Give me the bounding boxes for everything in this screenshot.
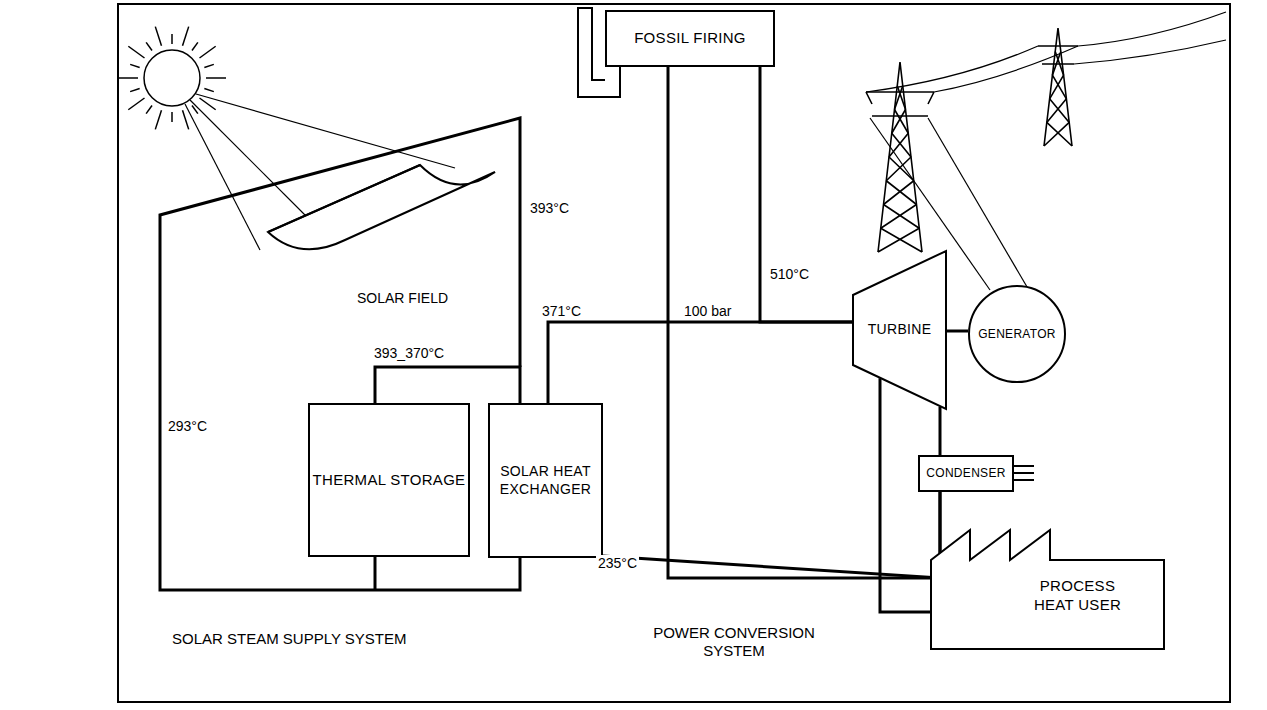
node-text: PROCESS HEAT USER bbox=[1023, 577, 1133, 615]
generator-circle: GENERATOR bbox=[968, 285, 1066, 383]
process-value: 371°C bbox=[540, 303, 583, 320]
power-tower bbox=[866, 28, 1078, 252]
node-text: THERMAL STORAGE bbox=[313, 471, 466, 490]
condenser-box: CONDENSER bbox=[918, 455, 1014, 492]
frame bbox=[118, 4, 1230, 702]
node-text: GENERATOR bbox=[978, 327, 1056, 342]
sun-symbol bbox=[118, 27, 226, 130]
turbine-symbol: TURBINE bbox=[852, 250, 947, 410]
pipe-line bbox=[947, 330, 968, 333]
pipe-line bbox=[603, 492, 940, 578]
process-value: 235°C bbox=[596, 555, 639, 572]
process-value: SOLAR FIELD bbox=[355, 290, 450, 307]
section-title: POWER CONVERSION SYSTEM bbox=[632, 624, 836, 660]
process-value: 393°C bbox=[528, 200, 571, 217]
storage-return-pipe bbox=[374, 557, 377, 590]
process-value: 100 bar bbox=[682, 303, 733, 320]
solar-field-loop bbox=[160, 118, 520, 590]
node-text: SOLAR HEAT EXCHANGER bbox=[490, 463, 601, 498]
pipe-line bbox=[375, 367, 520, 403]
process-value: 510°C bbox=[768, 266, 811, 283]
heat-exchanger-box: SOLAR HEAT EXCHANGER bbox=[488, 403, 603, 558]
fossil-firing-box: FOSSIL FIRING bbox=[605, 10, 775, 67]
node-text: FOSSIL FIRING bbox=[634, 29, 746, 48]
process-value: 293°C bbox=[166, 418, 209, 435]
storage-box: THERMAL STORAGE bbox=[308, 403, 470, 557]
cooling-water-pipes bbox=[1012, 466, 1034, 480]
pipe-line bbox=[939, 407, 942, 455]
section-title: SOLAR STEAM SUPPLY SYSTEM bbox=[170, 630, 409, 648]
pipe-line bbox=[668, 67, 940, 578]
node-text: TURBINE bbox=[868, 321, 932, 339]
pipe-line bbox=[548, 322, 852, 403]
power-wires bbox=[866, 12, 1226, 292]
pipe-line bbox=[760, 67, 852, 322]
node-text: CONDENSER bbox=[926, 466, 1005, 481]
factory-building: PROCESS HEAT USER bbox=[930, 525, 1165, 650]
process-value: 393_370°C bbox=[372, 345, 446, 362]
